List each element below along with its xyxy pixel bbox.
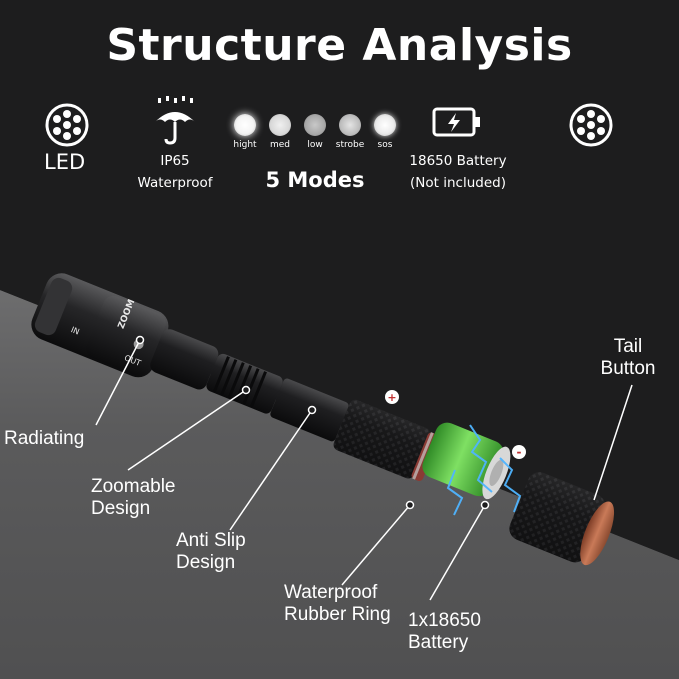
mode-light-icon — [269, 114, 291, 136]
waterproof-line2: Waterproof — [137, 175, 213, 191]
tail-cap — [509, 472, 615, 566]
modes-strip: hight med low strobe sos — [228, 110, 402, 154]
plus-sign: + — [387, 391, 396, 404]
waterproof-feature: IP65 Waterproof — [120, 150, 230, 194]
electric-spark — [446, 424, 522, 516]
anti-slip-leader — [229, 409, 313, 531]
rubber-ring-callout: Waterproof Rubber Ring — [284, 582, 391, 625]
mode-light-icon — [234, 114, 256, 136]
mode-light-icon — [304, 114, 326, 136]
mode-hight: hight — [228, 110, 262, 150]
battery-line2: (Not included) — [410, 175, 506, 191]
battery-line1: 18650 Battery — [409, 153, 507, 169]
zoomable-callout: Zoomable Design — [91, 476, 176, 519]
led-label: LED — [44, 150, 86, 174]
battery-callout: 1x18650 Battery — [408, 610, 481, 653]
page-title: Structure Analysis — [106, 20, 573, 71]
led-icon — [569, 103, 613, 147]
battery-leader — [429, 504, 486, 601]
mode-strobe: strobe — [333, 110, 367, 150]
mode-light-icon — [339, 114, 361, 136]
flashlight-body — [31, 273, 440, 481]
anti-slip-callout: Anti Slip Design — [176, 530, 246, 573]
background-wall — [0, 0, 679, 560]
minus-sign: - — [517, 445, 522, 459]
radiating-callout: Radiating — [4, 428, 85, 449]
plus-marker: + — [385, 390, 399, 404]
waterproof-line1: IP65 — [160, 153, 190, 169]
battery-feature: 18650 Battery (Not included) — [398, 150, 518, 194]
mode-low: low — [298, 110, 332, 150]
mode-light-icon — [374, 114, 396, 136]
battery-charging-icon — [432, 107, 480, 137]
mode-med: med — [263, 110, 297, 150]
battery-cell — [422, 422, 511, 500]
umbrella-icon — [155, 96, 195, 145]
in-print: IN — [70, 325, 81, 336]
modes-title: 5 Modes — [265, 168, 365, 192]
radiating-leader — [95, 339, 141, 426]
rubber-ring-leader — [341, 504, 411, 586]
tail-button-callout: Tail Button — [600, 336, 656, 379]
led-icon — [45, 103, 89, 147]
minus-marker: - — [512, 445, 526, 459]
table-surface — [0, 290, 679, 679]
tail-button-leader — [593, 384, 633, 501]
mode-sos: sos — [368, 110, 402, 150]
zoomable-leader — [127, 389, 247, 471]
